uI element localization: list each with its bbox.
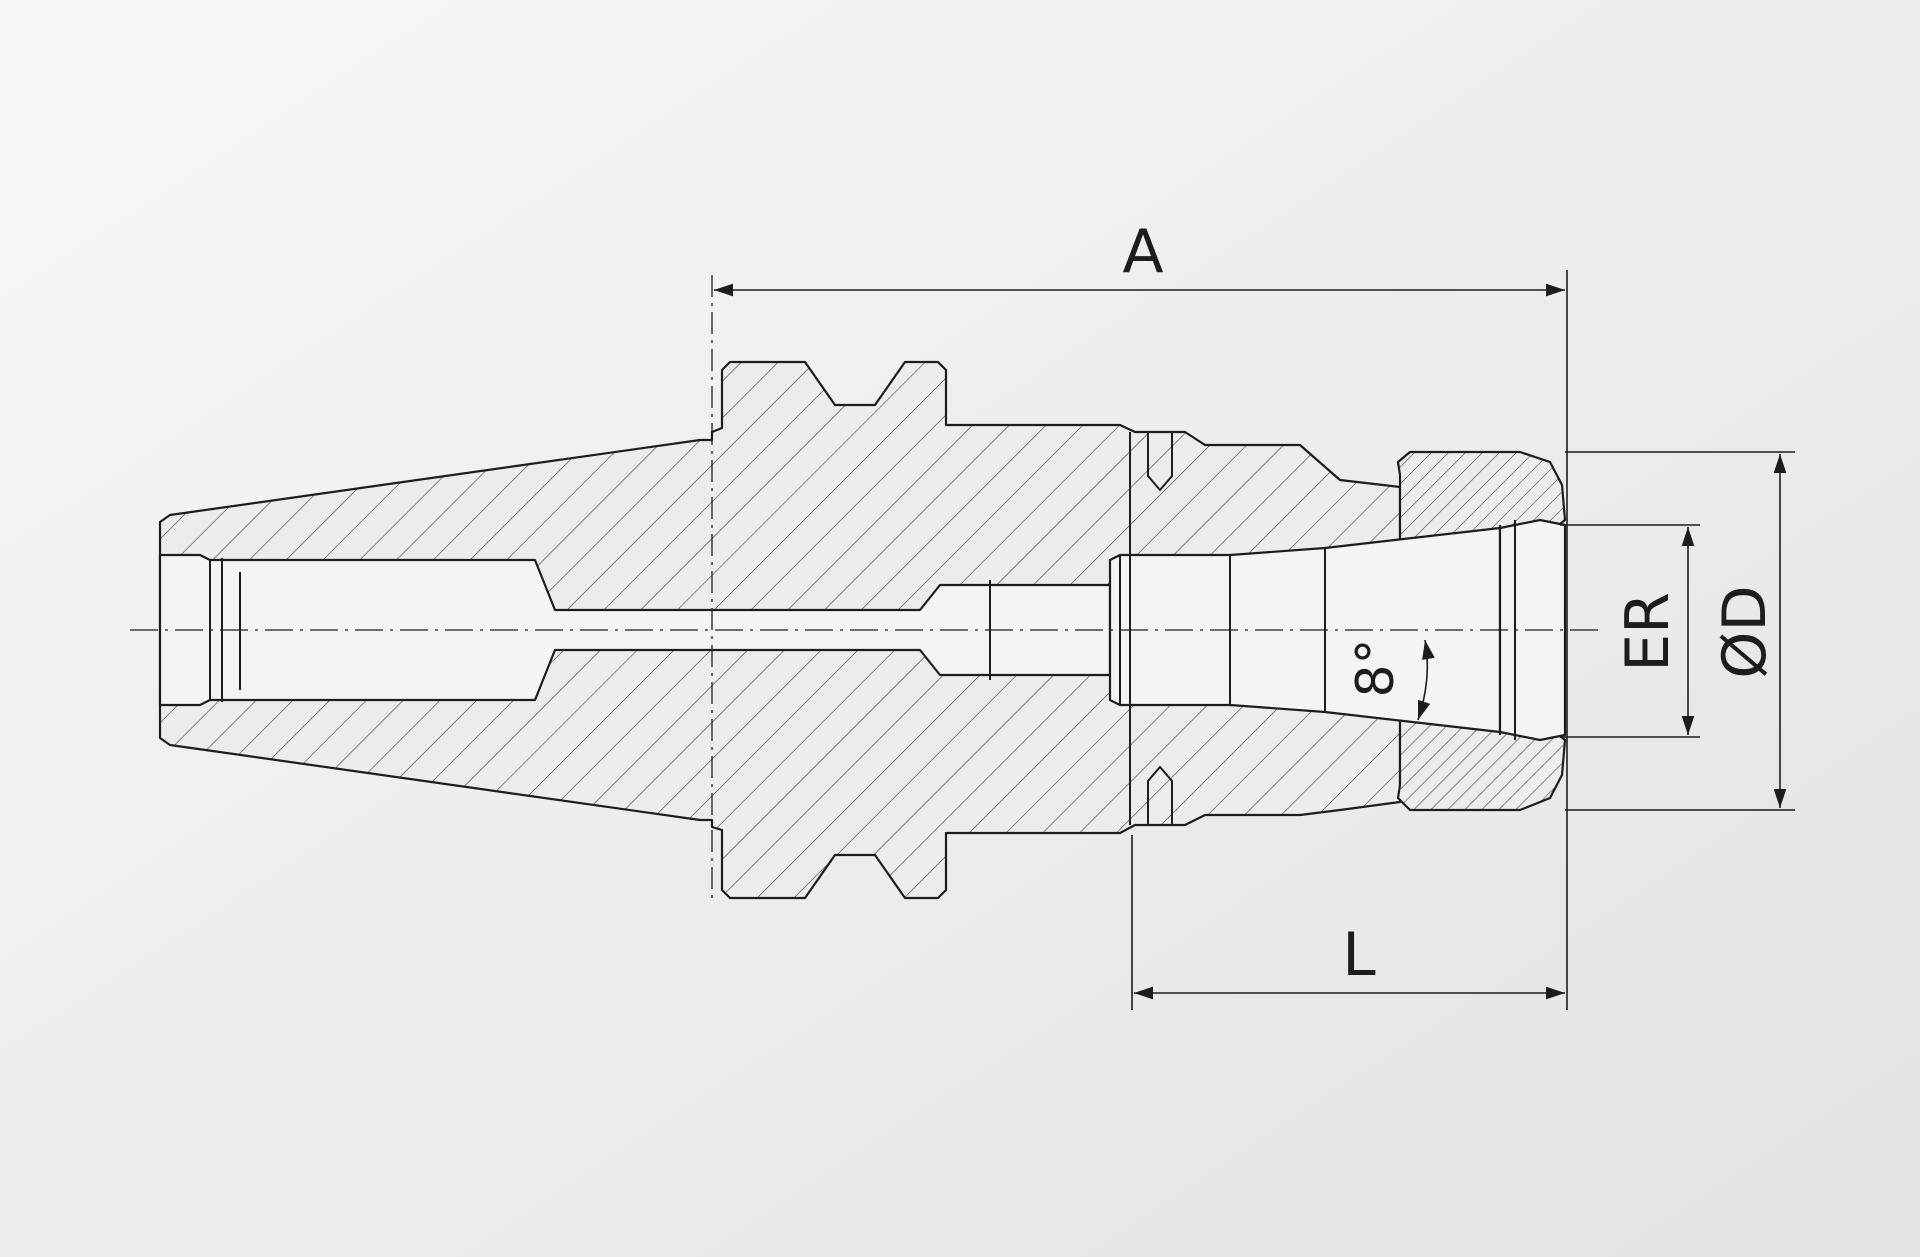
- key-slot-bottom: [1147, 765, 1173, 825]
- dimension-lines: [714, 270, 1795, 1010]
- dim-l-label: L: [1342, 920, 1376, 990]
- taper-angle-label: 8°: [1346, 638, 1406, 697]
- dimension-labels: A L ER ØD 8°: [1122, 217, 1780, 990]
- dim-d-label: ØD: [1710, 585, 1780, 678]
- key-slot-top: [1147, 432, 1173, 492]
- taper-angle-arc: [1417, 639, 1435, 721]
- dim-er-label: ER: [1613, 592, 1683, 672]
- dim-a-label: A: [1122, 217, 1163, 287]
